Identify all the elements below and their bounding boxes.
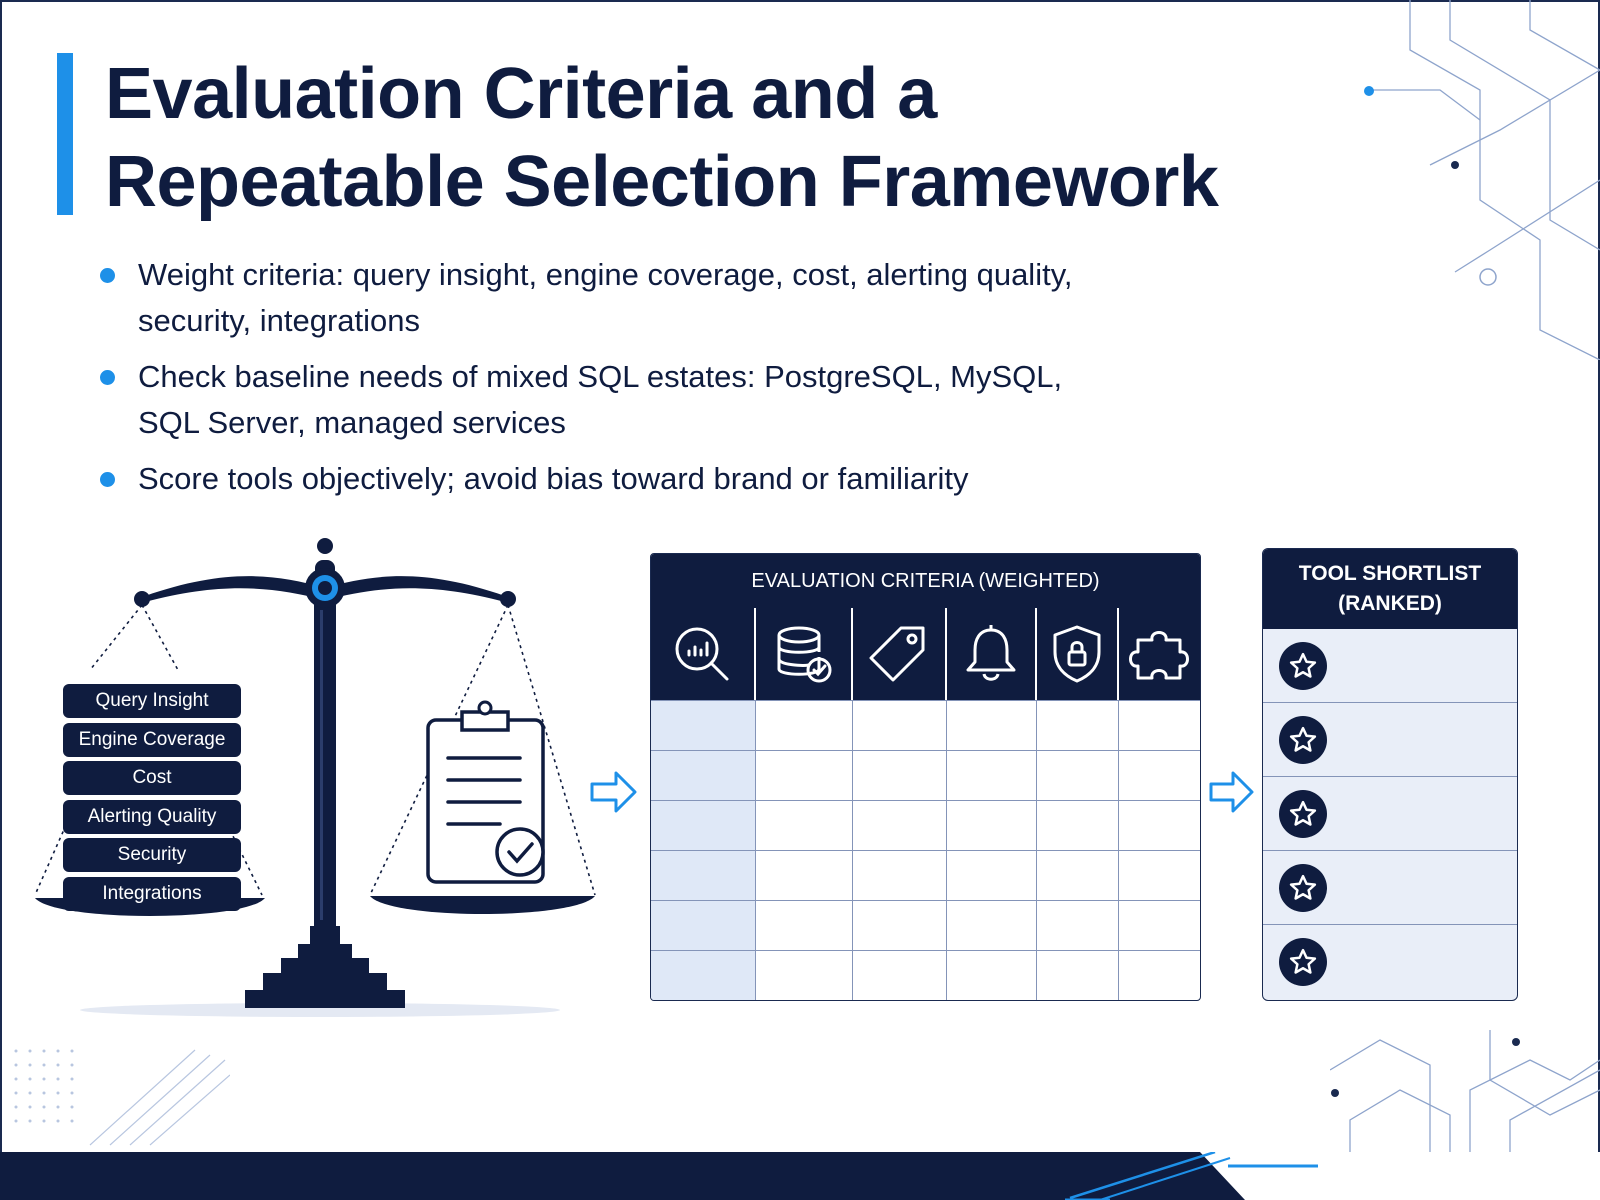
- table-row: [651, 800, 1200, 850]
- bullet-dot: [100, 472, 115, 487]
- database-check-icon: [756, 608, 854, 700]
- bullet-item: Weight criteria: query insight, engine c…: [100, 252, 1100, 344]
- criteria-label: Alerting Quality: [63, 799, 241, 834]
- table-row: [651, 950, 1200, 1000]
- price-tag-icon: [853, 608, 947, 700]
- decorative-hexagons-bottom-right: [1330, 1030, 1600, 1152]
- star-icon: [1279, 938, 1327, 986]
- star-icon: [1279, 715, 1327, 764]
- table-row: [651, 900, 1200, 950]
- bullet-text: Check baseline needs of mixed SQL estate…: [138, 359, 1063, 440]
- shortlist-row: [1263, 703, 1517, 777]
- title-accent-bar: [57, 53, 73, 215]
- shortlist-row: [1263, 629, 1517, 703]
- shortlist-row: [1263, 925, 1517, 999]
- shortlist-subtitle: (RANKED): [1338, 592, 1442, 615]
- bullet-dot: [100, 268, 115, 283]
- criteria-label: Query Insight: [63, 684, 241, 718]
- criteria-label: Cost: [63, 761, 241, 795]
- bullet-item: Check baseline needs of mixed SQL estate…: [100, 354, 1100, 446]
- evaluation-criteria-table: EVALUATION CRITERIA (WEIGHTED): [650, 553, 1201, 1001]
- shield-lock-icon: [1037, 608, 1120, 700]
- evaluation-table-header: EVALUATION CRITERIA (WEIGHTED): [651, 554, 1200, 608]
- table-row: [651, 750, 1200, 800]
- shortlist-row: [1263, 777, 1517, 851]
- arrow-right-icon: [1209, 771, 1254, 813]
- decorative-dot-grid: [14, 1049, 230, 1146]
- arrow-right-icon: [590, 771, 637, 813]
- footer-band: [0, 1152, 1600, 1200]
- star-icon: [1279, 863, 1327, 912]
- criteria-label: Integrations: [63, 876, 241, 911]
- criteria-label-stack: Query Insight Engine Coverage Cost Alert…: [63, 684, 241, 915]
- bullet-item: Score tools objectively; avoid bias towa…: [100, 456, 1100, 502]
- table-row: [651, 850, 1200, 900]
- puzzle-icon: [1119, 608, 1200, 700]
- bell-icon: [947, 608, 1037, 700]
- shortlist-row: [1263, 851, 1517, 925]
- shortlist-header: TOOL SHORTLIST (RANKED): [1263, 549, 1517, 629]
- decorative-circuit-top-right: [1364, 0, 1600, 360]
- criteria-label: Engine Coverage: [63, 722, 241, 757]
- table-row: [651, 700, 1200, 750]
- star-icon: [1279, 641, 1327, 690]
- shortlist-title: TOOL SHORTLIST: [1298, 562, 1482, 585]
- bullet-text: Weight criteria: query insight, engine c…: [138, 257, 1073, 338]
- criteria-icon-row: [651, 608, 1200, 700]
- bullet-dot: [100, 370, 115, 385]
- bullet-list: Weight criteria: query insight, engine c…: [100, 252, 1100, 512]
- search-chart-icon: [651, 608, 756, 700]
- tool-shortlist-panel: TOOL SHORTLIST (RANKED): [1262, 548, 1518, 1001]
- criteria-label: Security: [63, 838, 241, 872]
- bullet-text: Score tools objectively; avoid bias towa…: [138, 461, 969, 496]
- star-icon: [1279, 789, 1327, 838]
